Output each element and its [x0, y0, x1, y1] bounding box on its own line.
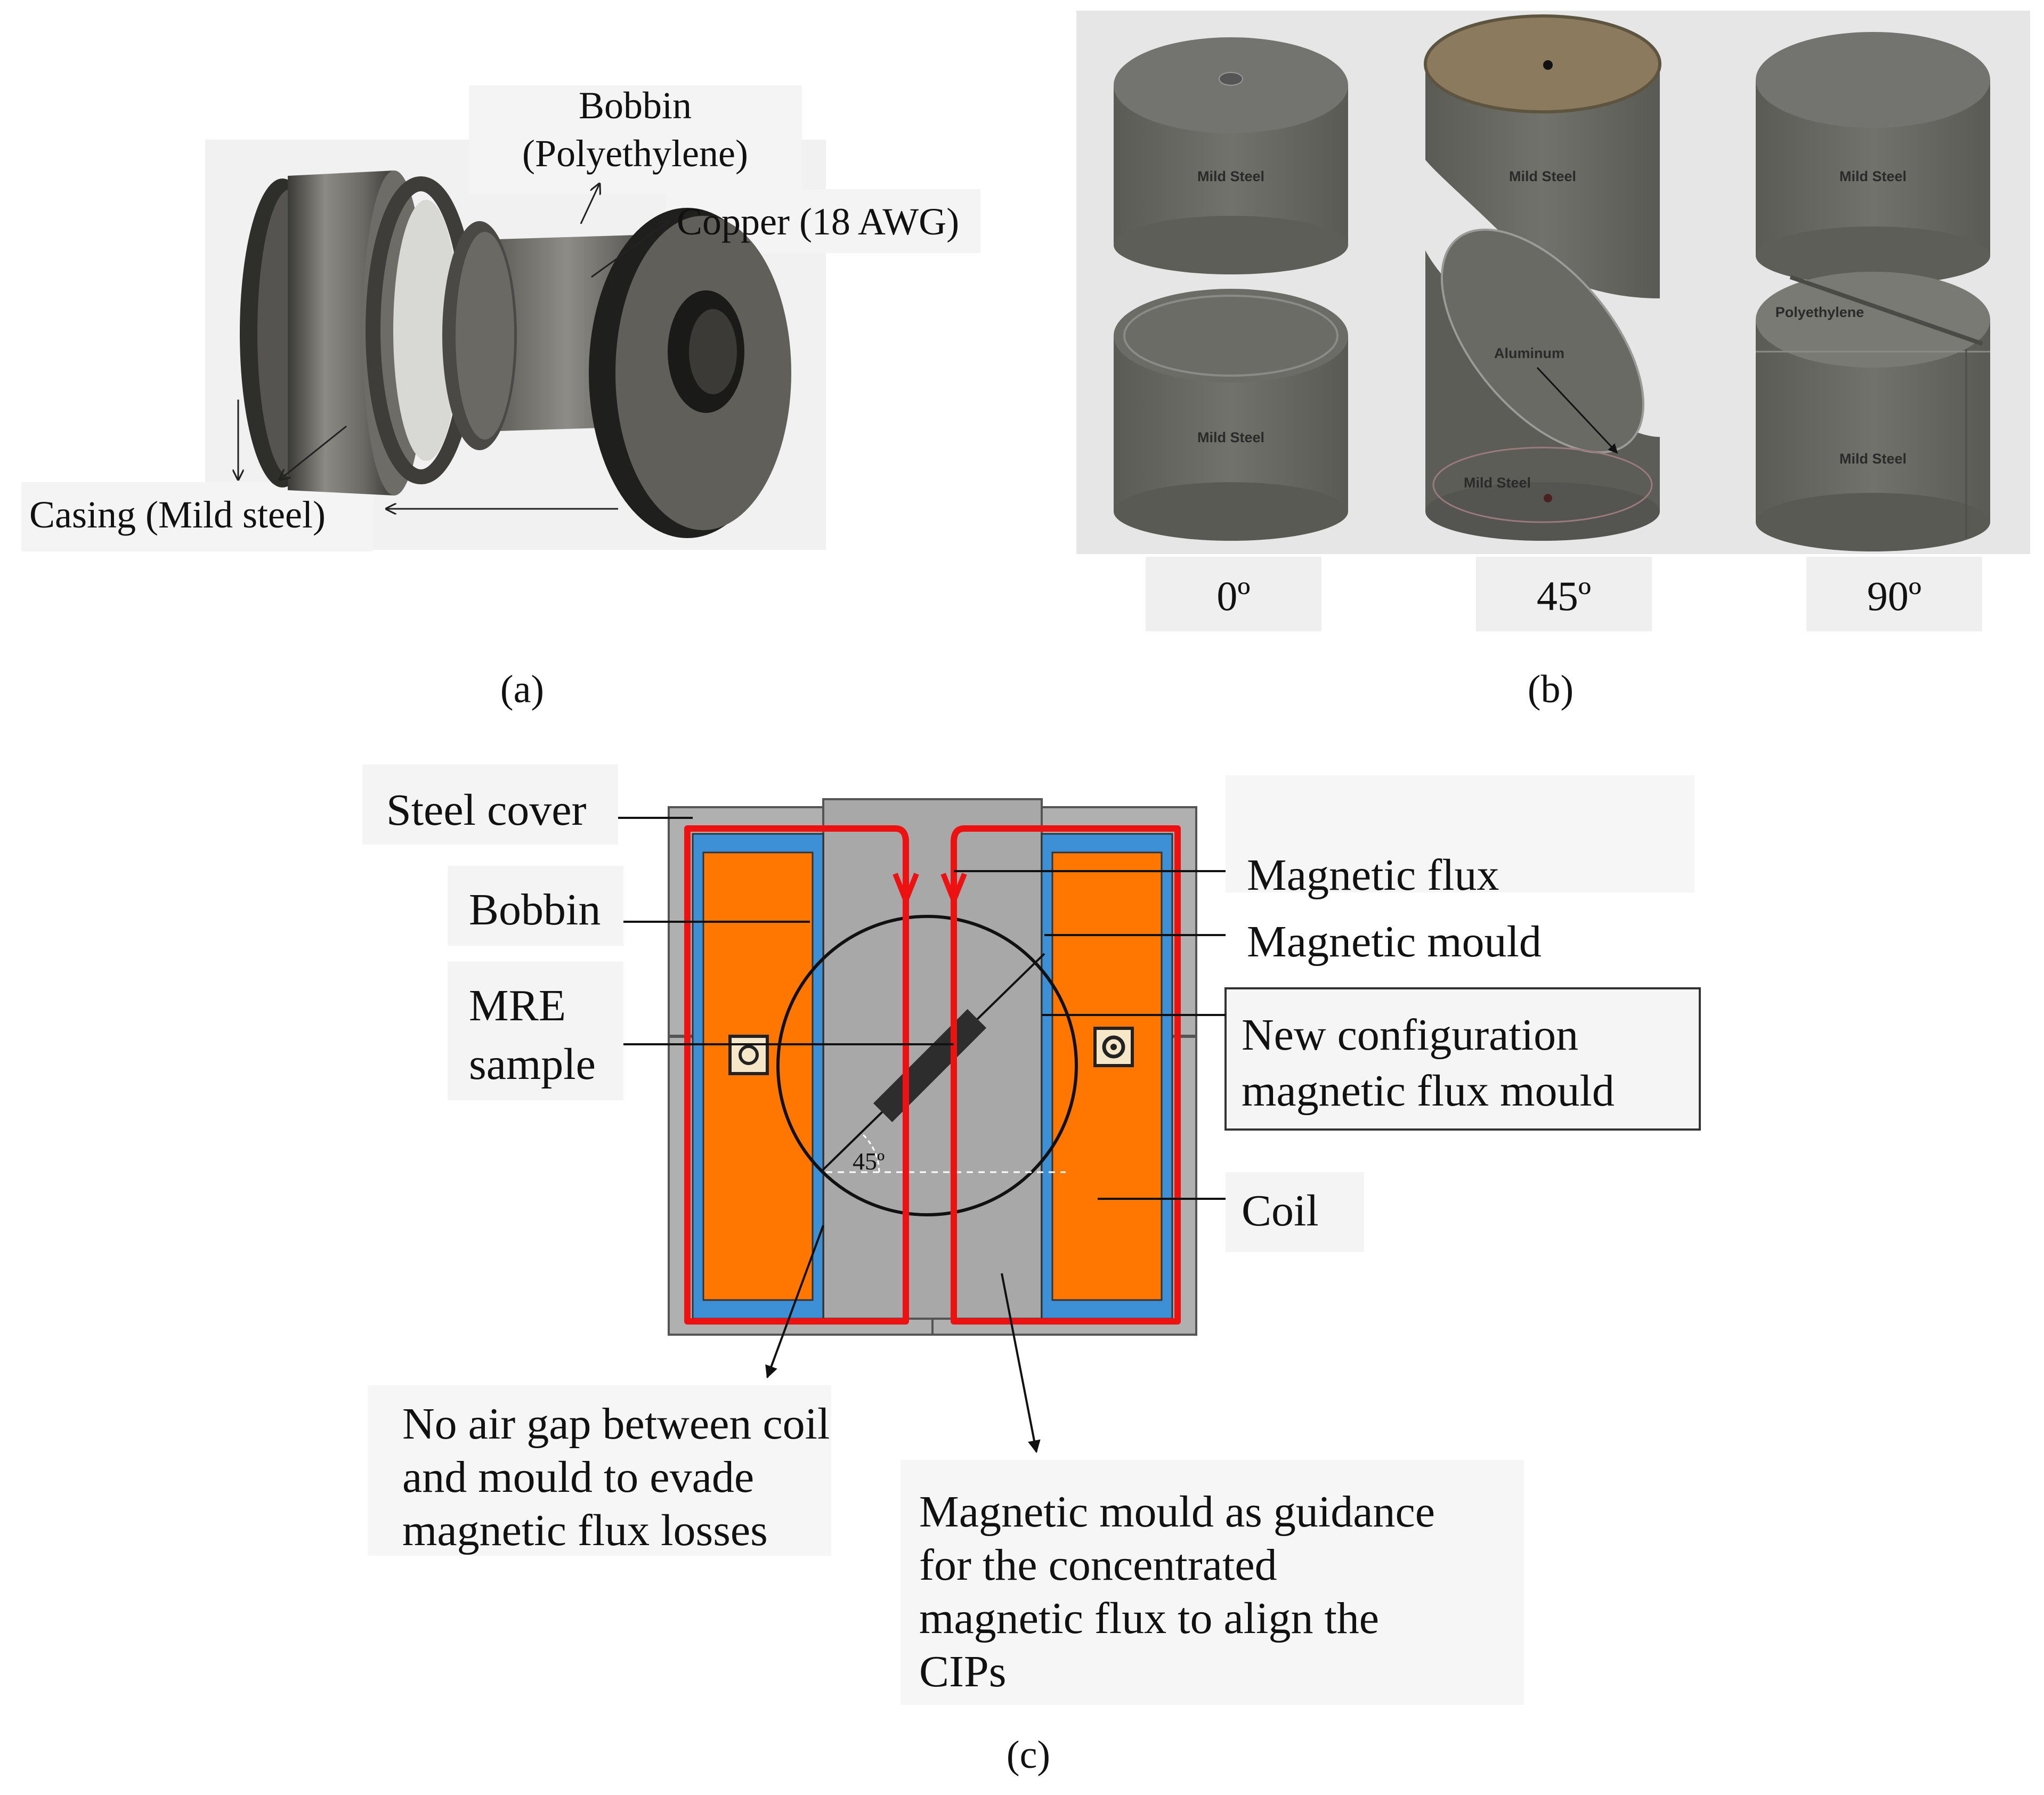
top-block-bottom	[1114, 216, 1348, 274]
aluminum-arrow	[1536, 367, 1618, 454]
panel-b-caption: (b)	[1528, 668, 1573, 711]
angle-label: 45º	[853, 1148, 885, 1175]
angle-label-45: 45º	[1537, 573, 1591, 619]
guidance-line3: magnetic flux to align the	[919, 1594, 1379, 1643]
copper-arrow	[591, 221, 669, 278]
top-block-bottom	[1756, 226, 1990, 285]
aluminum-label: Aluminum	[1494, 345, 1564, 361]
guidance-line4: CIPs	[919, 1647, 1006, 1696]
flux-loop-left	[684, 825, 909, 1325]
current-out-icon	[1102, 1035, 1125, 1059]
bobbin-arrow	[580, 184, 599, 224]
mild-steel-label: Mild Steel	[1839, 168, 1907, 184]
casing-label-box	[21, 482, 373, 551]
angle-label-90: 90º	[1867, 573, 1921, 619]
bobbin-label-box	[469, 85, 802, 194]
top-block-face	[1424, 14, 1661, 113]
steel-cover-box	[362, 765, 618, 844]
bottom-block-recess	[1123, 295, 1339, 377]
flux-arrow-right	[940, 873, 967, 908]
mild-steel-label: Mild Steel	[1839, 451, 1907, 467]
cylinder-90deg: Mild Steel Polyethylene Mild Steel	[1756, 32, 1990, 551]
mild-steel-label: Mild Steel	[1464, 475, 1531, 491]
bottom-hole	[1544, 494, 1552, 502]
panel-c-caption: (c)	[1007, 1733, 1050, 1777]
mre-sample	[873, 1009, 987, 1123]
bobbin-bore-inner	[689, 309, 737, 394]
new-config-label-line1: New configuration	[1242, 1010, 1578, 1060]
bottom-block-base	[1425, 482, 1660, 541]
angle-box-45	[1476, 557, 1652, 631]
copper-label: Copper (18 AWG)	[677, 200, 959, 243]
panel-a-caption: (a)	[500, 668, 544, 711]
new-config-label-line2: magnetic flux mould	[1242, 1066, 1615, 1116]
no-air-gap-line2: and mould to evade	[402, 1452, 754, 1502]
guidance-line1: Magnetic mould as guidance	[919, 1487, 1435, 1537]
no-air-gap-arrow	[765, 1225, 824, 1379]
coil-left	[702, 851, 814, 1301]
angle-label-0: 0º	[1216, 573, 1250, 619]
cylinder-45deg: Mild Steel Aluminum Mild Steel	[1424, 14, 1661, 541]
top-hole	[1219, 72, 1243, 86]
cylinder-0deg: Mild Steel Mild Steel	[1114, 37, 1348, 541]
mre-label-line1: MRE	[469, 981, 566, 1030]
current-in-icon	[728, 1035, 769, 1075]
bottom-block-base	[1114, 482, 1348, 541]
angle-box-90	[1806, 557, 1982, 631]
bottom-block-base	[1756, 493, 1990, 551]
current-in-icon	[739, 1045, 759, 1065]
split-ring-opening	[393, 200, 459, 461]
coil-label: Coil	[1242, 1186, 1319, 1236]
guidance-arrow	[1001, 1273, 1041, 1453]
magnetic-flux-label: Magnetic flux	[1247, 850, 1499, 900]
flux-loop-right	[951, 825, 1181, 1325]
new-config-box	[1224, 987, 1701, 1131]
angle-box-0	[1146, 557, 1321, 631]
panel-b: Mild Steel Mild Steel Mild Steel Aluminu…	[1076, 11, 2030, 711]
no-air-gap-box	[368, 1385, 831, 1556]
mre-label-box	[448, 962, 623, 1100]
bottom-ring	[1432, 446, 1653, 523]
top-hole	[1543, 60, 1553, 70]
coil-label-box	[1226, 1172, 1364, 1252]
bobbin-left-flange-face	[456, 232, 514, 440]
steel-cover-label: Steel cover	[386, 785, 587, 835]
inclined-aluminum-face	[1440, 229, 1645, 453]
coil-right	[1051, 851, 1163, 1301]
top-block-face	[1756, 32, 1990, 128]
mre-label-line2: sample	[469, 1039, 596, 1089]
panel-c: 45º Steel cover Bobbin MRE sample Magnet…	[362, 765, 1701, 1777]
mild-steel-label: Mild Steel	[1197, 168, 1264, 184]
casing-label: Casing (Mild steel)	[29, 493, 326, 536]
polyethylene-label: Polyethylene	[1775, 304, 1864, 320]
flux-arrow-left	[893, 873, 919, 908]
top-block-body	[1425, 64, 1660, 298]
panel-a: Bobbin (Polyethylene) Copper (18 AWG) Ca…	[21, 84, 980, 711]
sample-region-circle	[776, 915, 1078, 1216]
polyethylene-divider	[1789, 275, 1983, 346]
bottom-block-face	[1756, 272, 1990, 368]
bobbin-label-line2: (Polyethylene)	[522, 132, 748, 175]
no-air-gap-line1: No air gap between coil	[402, 1399, 830, 1449]
mild-steel-label: Mild Steel	[1509, 168, 1576, 184]
bobbin-label-box	[448, 866, 623, 946]
bottom-block-face	[1114, 289, 1348, 383]
guidance-line2: for the concentrated	[919, 1540, 1277, 1590]
guidance-box	[901, 1460, 1524, 1705]
mild-steel-label: Mild Steel	[1197, 429, 1264, 445]
angle-arc	[862, 1134, 880, 1173]
bobbin-label: Bobbin	[469, 885, 601, 935]
current-out-dot	[1110, 1044, 1117, 1050]
bobbin-label-line1: Bobbin	[579, 84, 692, 127]
flux-label-box	[1226, 775, 1694, 892]
casing-arrow-2	[280, 425, 347, 480]
no-air-gap-line3: magnetic flux losses	[402, 1506, 768, 1555]
magnetic-mould-label: Magnetic mould	[1247, 917, 1542, 966]
